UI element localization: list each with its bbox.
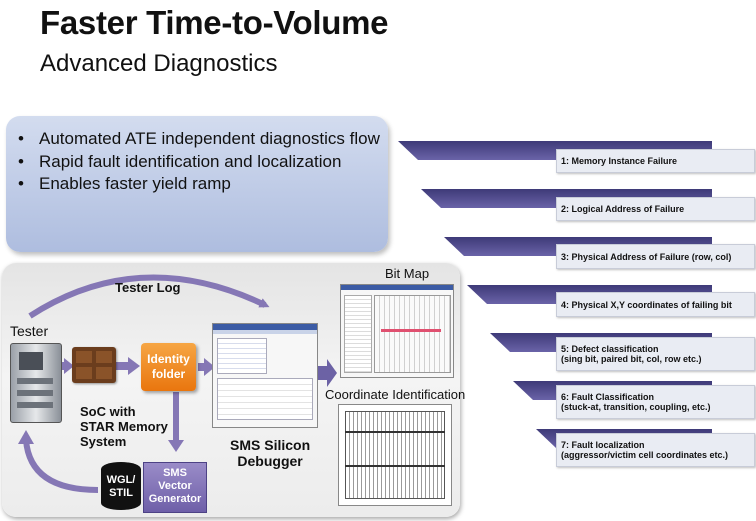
vector-line3: Generator (148, 493, 202, 505)
bullet-box: Automated ATE independent diagnostics fl… (6, 116, 388, 252)
vector-line1: SMS (163, 467, 187, 479)
debugger-label-line1: SMS Silicon (230, 437, 311, 453)
vector-to-tester-head (18, 430, 34, 444)
level-4-label: 4: Physical X,Y coordinates of failing b… (561, 299, 732, 310)
vector-to-tester-arrow (23, 439, 99, 493)
soc-label: SoC with STAR Memory System (80, 404, 168, 449)
soc-label-line3: System (80, 434, 127, 449)
level-6: 6: Fault Classification (stuck-at, trans… (556, 385, 755, 419)
wgl-line1: WGL/ (106, 474, 136, 486)
identity-line2: folder (151, 367, 186, 381)
level-5: 5: Defect classification (sing bit, pair… (556, 337, 755, 371)
slide-subtitle: Advanced Diagnostics (40, 50, 278, 77)
level-4: 4: Physical X,Y coordinates of failing b… (556, 292, 755, 317)
tester-log-arrow (28, 274, 270, 319)
slide-title: Faster Time-to-Volume (40, 4, 389, 41)
identity-to-vector-head (168, 440, 184, 452)
tester-label: Tester (10, 323, 49, 339)
debugger-screenshot (212, 323, 318, 428)
soc-chip (72, 347, 116, 383)
vector-line2: Vector (158, 480, 192, 492)
level-7: 7: Fault localization (aggressor/victim … (556, 433, 755, 467)
level-2-label: 2: Logical Address of Failure (561, 204, 685, 214)
level-1-label: 1: Memory Instance Failure (561, 156, 678, 166)
level-3: 3: Physical Address of Failure (row, col… (556, 244, 755, 269)
identity-folder: Identity folder (141, 343, 196, 391)
bitmap-label: Bit Map (385, 266, 430, 281)
level-1: 1: Memory Instance Failure (556, 149, 755, 173)
debugger-label: SMS Silicon Debugger (230, 437, 310, 469)
bullet-item: Rapid fault identification and localizat… (6, 151, 388, 174)
bullet-item: Enables faster yield ramp (6, 173, 388, 196)
coordinate-screenshot (338, 404, 452, 506)
level-6-label: 6: Fault Classification (561, 392, 655, 402)
debugger-to-results-arrow (318, 359, 337, 387)
tester-to-soc-head (64, 358, 74, 374)
identity-to-debugger-head (204, 358, 215, 376)
soc-to-identity-head (128, 357, 140, 375)
tester-machine (10, 343, 62, 423)
soc-label-line2: STAR Memory (80, 419, 168, 434)
level-5-detail: (sing bit, paired bit, col, row etc.) (561, 354, 702, 364)
bitmap-screenshot (340, 284, 454, 378)
level-5-label: 5: Defect classification (561, 344, 659, 354)
tester-log-label: Tester Log (115, 280, 181, 295)
level-6-detail: (stuck-at, transition, coupling, etc.) (561, 402, 711, 412)
coord-label: Coordinate Identification (325, 387, 466, 402)
soc-label-line1: SoC with (80, 404, 136, 419)
debugger-label-line2: Debugger (237, 453, 303, 469)
bullet-item: Automated ATE independent diagnostics fl… (6, 128, 388, 151)
vector-generator-box: SMS Vector Generator (143, 462, 207, 513)
wgl-stil-database: WGL/ STIL (101, 462, 141, 510)
level-2: 2: Logical Address of Failure (556, 197, 755, 221)
level-7-label: 7: Fault localization (561, 440, 645, 450)
wgl-line2: STIL (109, 487, 133, 499)
level-7-detail: (aggressor/victim cell coordinates etc.) (561, 450, 729, 460)
identity-line1: Identity (147, 352, 190, 366)
level-3-label: 3: Physical Address of Failure (row, col… (561, 251, 732, 262)
